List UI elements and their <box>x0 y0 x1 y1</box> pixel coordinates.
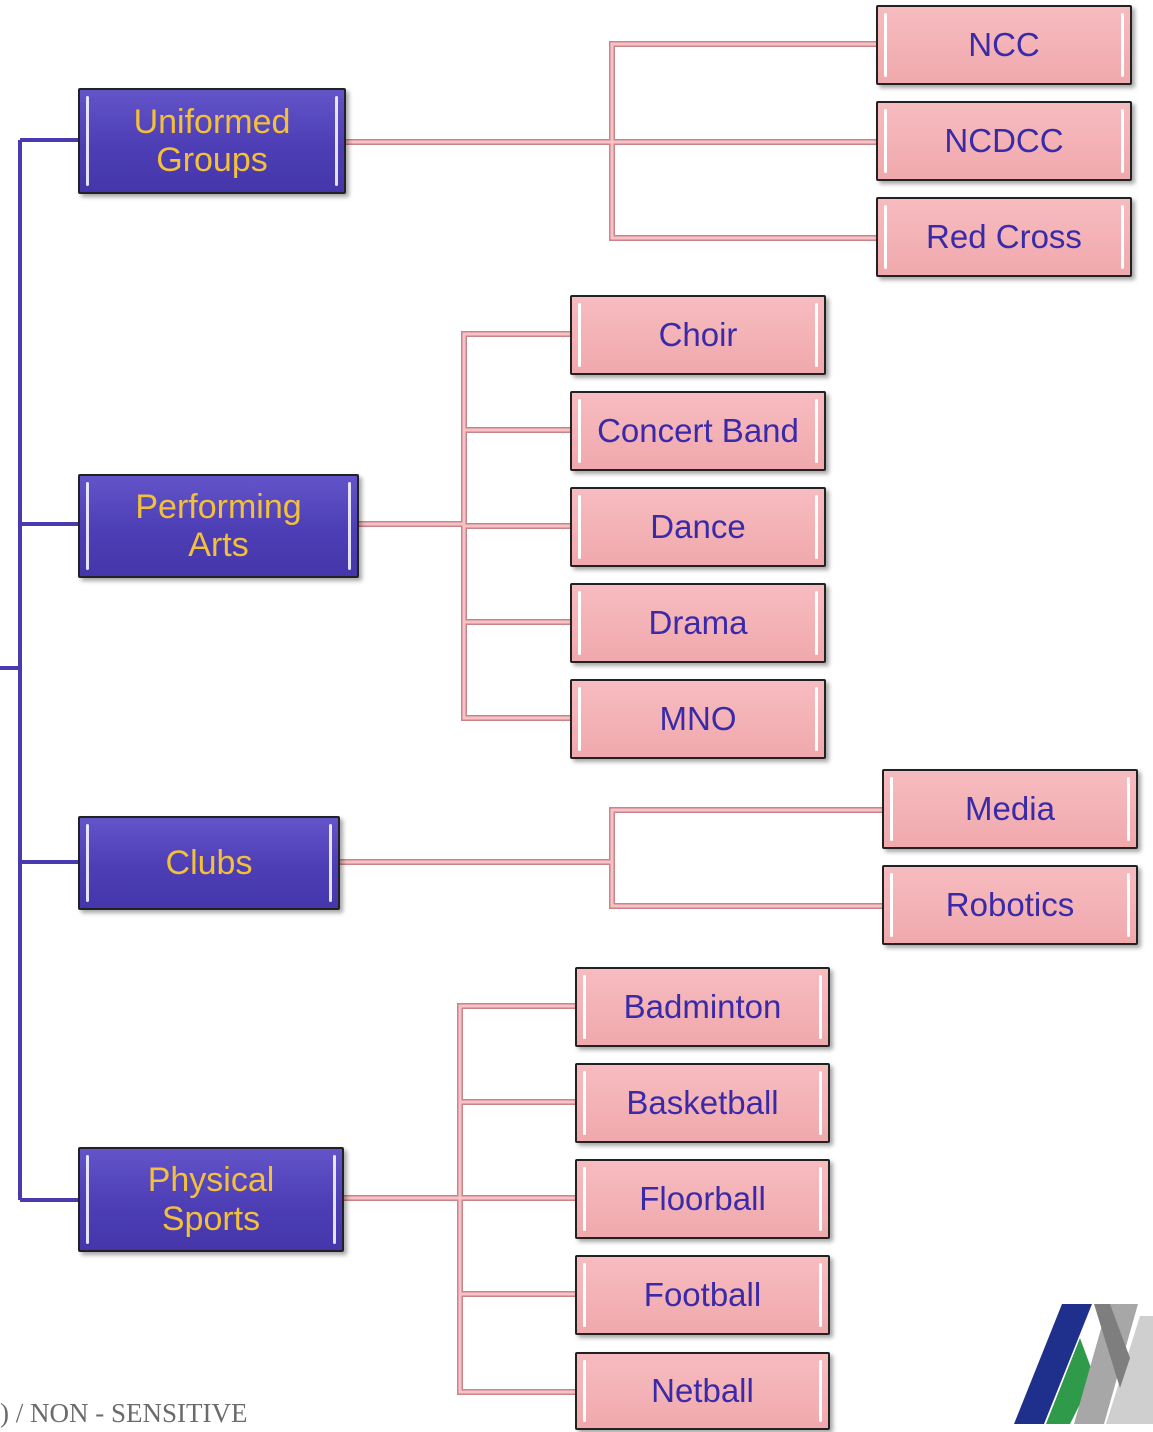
category-physical-sports: Physical Sports <box>78 1147 344 1252</box>
category-clubs: Clubs <box>78 816 340 910</box>
category-performing-arts: Performing Arts <box>78 474 359 578</box>
leaf-basketball: Basketball <box>575 1063 830 1143</box>
leaf-badminton: Badminton <box>575 967 830 1047</box>
clubs-connector <box>338 808 884 908</box>
leaf-choir: Choir <box>570 295 826 375</box>
performing-arts-connector <box>357 332 572 720</box>
category-uniformed-groups: Uniformed Groups <box>78 88 346 194</box>
leaf-ncc: NCC <box>876 5 1132 85</box>
leaf-media: Media <box>882 769 1138 849</box>
leaf-robotics: Robotics <box>882 865 1138 945</box>
leaf-football: Football <box>575 1255 830 1335</box>
leaf-red-cross: Red Cross <box>876 197 1132 277</box>
physical-sports-connector <box>342 1004 577 1394</box>
leaf-concert-band: Concert Band <box>570 391 826 471</box>
classification-footer: ) / NON - SENSITIVE <box>0 1398 248 1428</box>
leaf-drama: Drama <box>570 583 826 663</box>
uniformed-groups-connector <box>344 42 878 240</box>
leaf-netball: Netball <box>575 1352 830 1430</box>
leaf-ncdcc: NCDCC <box>876 101 1132 181</box>
leaf-floorball: Floorball <box>575 1159 830 1239</box>
leaf-dance: Dance <box>570 487 826 567</box>
leaf-mno: MNO <box>570 679 826 759</box>
school-logo-icon <box>1014 1304 1153 1424</box>
